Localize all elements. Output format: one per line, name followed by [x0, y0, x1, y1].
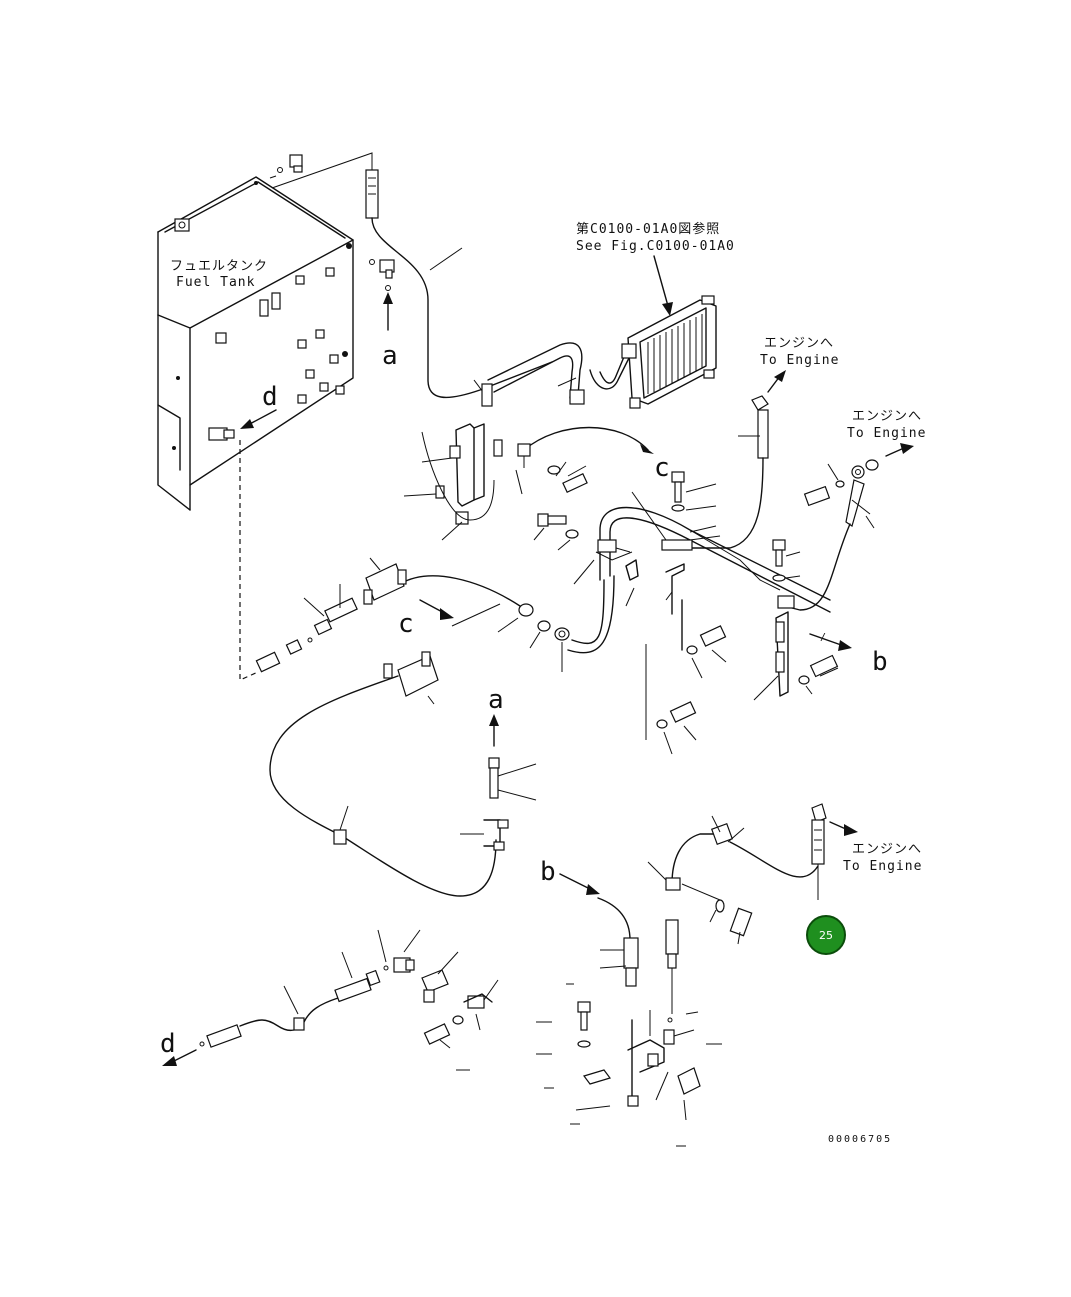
arrow-see-fig — [653, 255, 673, 316]
arrow-b-right — [809, 633, 852, 651]
hose-to-engine-1 — [689, 395, 769, 549]
arrow-to-engine-1 — [767, 370, 786, 393]
fuel-tank-label-en: Fuel Tank — [176, 275, 255, 290]
clamp-bracket-center — [403, 379, 503, 541]
arrow-to-engine-3 — [829, 821, 858, 836]
arrow-b-lower — [559, 873, 600, 895]
letter-c-lower: c — [398, 609, 414, 639]
hose-c-left — [255, 557, 521, 673]
letter-b-right: b — [872, 647, 888, 677]
central-pipe — [567, 491, 831, 654]
bolt-right-center — [772, 539, 801, 582]
hose-to-engine-3 — [729, 803, 827, 900]
banjo-fitting-engine-2 — [783, 459, 879, 611]
arrow-c-lower — [419, 599, 501, 627]
hose-loop-protector — [333, 651, 439, 845]
bracket-center-lower — [645, 563, 727, 755]
hose-loop-lower — [269, 675, 497, 897]
arrow-a-upper — [383, 292, 393, 331]
cooler-hose-1 — [487, 342, 583, 397]
see-fig-label-jp: 第C0100-01A0図参照 — [576, 221, 720, 237]
letter-c-upper: c — [654, 453, 670, 483]
drawing-number: 00006705 — [828, 1134, 892, 1145]
clip-c-upper — [515, 443, 531, 495]
return-hose-upper — [371, 217, 553, 399]
arrow-a-lower — [489, 714, 499, 747]
to-engine-1-jp: エンジンへ — [764, 336, 834, 351]
item-badge[interactable]: 25 — [806, 915, 846, 955]
hose-to-c-upper — [523, 426, 649, 451]
cooler-hose-2 — [589, 355, 631, 390]
fitting-a-lower — [460, 757, 537, 851]
item-badge-number: 25 — [819, 929, 833, 942]
bolt-center-left — [533, 513, 579, 551]
bolt-washer-c — [547, 461, 588, 493]
see-fig-label-en: See Fig.C0100-01A0 — [576, 239, 735, 254]
to-engine-3-jp: エンジンへ — [852, 842, 922, 857]
to-engine-2-en: To Engine — [847, 426, 926, 441]
to-engine-1-en: To Engine — [760, 353, 839, 368]
letter-d-upper: d — [262, 382, 278, 412]
fuel-tank — [157, 176, 354, 511]
drain-dashed-line — [239, 440, 259, 681]
bracket-right — [753, 611, 839, 701]
hose-b-lower — [536, 897, 722, 1147]
clip-center-left — [573, 547, 639, 607]
letter-d-lower: d — [160, 1029, 176, 1059]
to-engine-2-jp: エンジンへ — [852, 409, 922, 424]
fuel-tank-label-jp: フュエルタンク — [170, 259, 268, 274]
tick-mark: / — [820, 632, 828, 643]
banjo-fittings-center — [497, 603, 570, 672]
fitting-center-lower — [647, 815, 753, 1014]
lower-left-hose — [199, 929, 499, 1071]
letter-a-upper: a — [382, 341, 398, 371]
arrow-d-upper — [240, 409, 277, 429]
letter-a-lower: a — [488, 685, 504, 715]
arrow-to-engine-2 — [885, 443, 914, 457]
tank-top-fittings — [269, 152, 395, 291]
fuel-cooler — [627, 295, 717, 409]
arrow-d-lower — [162, 1049, 197, 1066]
bolt-top-center — [671, 471, 717, 533]
letter-b-lower: b — [540, 857, 556, 887]
to-engine-3-en: To Engine — [843, 859, 922, 874]
